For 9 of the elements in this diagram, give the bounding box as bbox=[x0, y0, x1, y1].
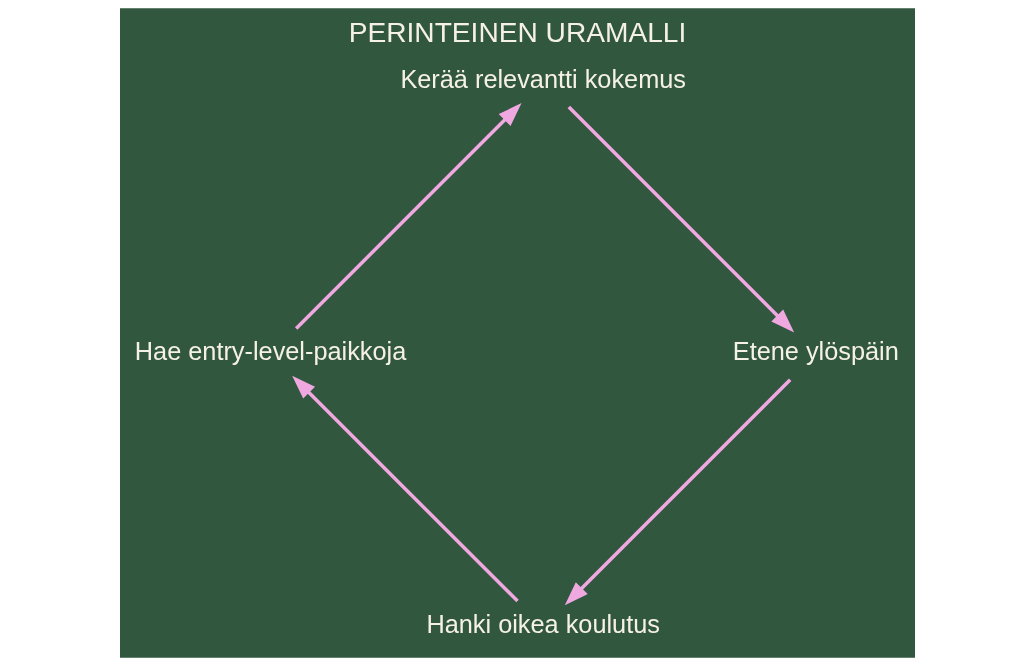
arrow bbox=[294, 103, 522, 330]
node-text: Kerää relevantti kokemus bbox=[399, 64, 686, 93]
node-text: Etene ylöspäin bbox=[732, 337, 899, 366]
diagram-title: PERINTEINEN URAMALLI bbox=[348, 17, 686, 49]
arrow bbox=[564, 378, 791, 606]
node-text: Hae entry-level-paikkoja bbox=[134, 337, 406, 366]
arrow bbox=[291, 375, 519, 603]
arrow bbox=[567, 105, 794, 333]
node-text: Hanki oikea koulutus bbox=[425, 609, 660, 638]
